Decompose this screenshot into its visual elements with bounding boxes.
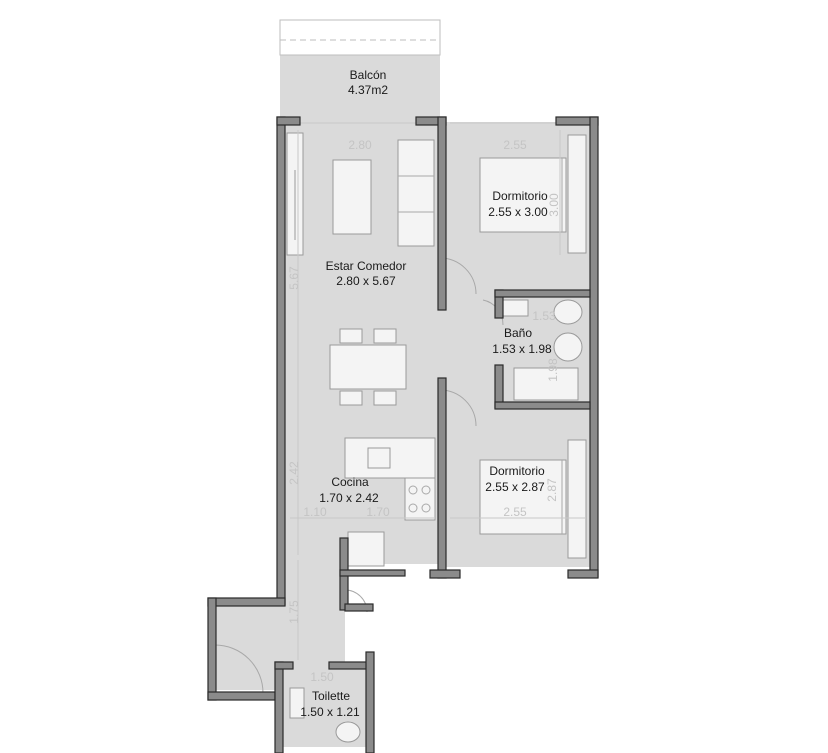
coffee-table: [332, 159, 372, 235]
dim-bano-width: 1.53: [532, 309, 556, 323]
dorm1-name: Dormitorio: [492, 189, 548, 203]
balcon-railing: [279, 19, 441, 56]
chair: [373, 390, 397, 406]
wall: [494, 401, 591, 410]
balcon-size: 4.37m2: [348, 83, 388, 97]
sofa: [397, 139, 435, 247]
wall: [437, 377, 447, 579]
dim-dorm2-height: 2.87: [545, 478, 559, 502]
chair: [339, 328, 363, 344]
shower: [513, 367, 579, 401]
vanity: [501, 299, 529, 317]
fridge: [347, 531, 385, 567]
dining-table: [329, 344, 407, 390]
room-labels: Balcón 4.37m2 Estar Comedor 2.80 x 5.67 …: [300, 68, 552, 719]
wardrobe-1: [567, 134, 587, 254]
wall: [207, 597, 286, 607]
furniture: [286, 132, 587, 743]
dorm2-name: Dormitorio: [489, 464, 545, 478]
bano-size: 1.53 x 1.98: [492, 342, 552, 356]
dim-toilette-width: 1.50: [310, 670, 334, 684]
wall: [207, 597, 217, 701]
dimension-labels: 2.80 2.55 5.67 3.00 1.53 1.98 2.87 2.55 …: [287, 138, 561, 684]
toilette-size: 1.50 x 1.21: [300, 705, 360, 719]
dim-cocina-height: 2.42: [287, 461, 301, 485]
dim-cocina-width: 1.70: [366, 505, 390, 519]
wall: [494, 289, 591, 298]
dim-hall-height: 1.75: [287, 600, 301, 624]
wall: [276, 116, 286, 606]
entry-floor: [215, 605, 283, 690]
chair: [339, 390, 363, 406]
dorm2-size: 2.55 x 2.87: [485, 480, 545, 494]
wall: [567, 569, 599, 579]
dimension-lines: [290, 122, 585, 660]
wall: [344, 603, 374, 612]
estar-size: 2.80 x 5.67: [336, 274, 396, 288]
wall: [274, 661, 294, 670]
estar-name: Estar Comedor: [326, 259, 407, 273]
walls: [207, 116, 599, 753]
toilette-toilet: [335, 721, 361, 743]
cocina-size: 1.70 x 2.42: [319, 491, 379, 505]
wall: [274, 661, 284, 753]
wall: [437, 116, 447, 311]
toilette-sink: [289, 687, 305, 719]
toilet: [553, 332, 583, 362]
wall: [339, 569, 406, 577]
wall: [207, 691, 276, 701]
kitchen-sink: [367, 447, 391, 469]
dim-dorm2-width: 2.55: [503, 505, 527, 519]
cocina-name: Cocina: [331, 475, 369, 489]
dim-dorm1-width: 2.55: [503, 138, 527, 152]
dim-estar-height: 5.67: [287, 266, 301, 290]
chair: [373, 328, 397, 344]
wall: [365, 651, 375, 753]
balcon-floor: [280, 55, 440, 117]
kitchen-stove: [404, 477, 436, 521]
bano-name: Baño: [504, 326, 532, 340]
balcon-name: Balcón: [350, 68, 387, 82]
dim-hall-width: 1.10: [303, 505, 327, 519]
dim-estar-width: 2.80: [348, 138, 372, 152]
bidet: [553, 299, 583, 325]
wall: [589, 116, 599, 578]
toilette-name: Toilette: [312, 689, 350, 703]
dim-dorm1-height: 3.00: [547, 193, 561, 217]
bed-2: [479, 459, 567, 535]
bed-1: [479, 157, 567, 233]
wall: [429, 569, 461, 579]
dorm1-size: 2.55 x 3.00: [488, 205, 548, 219]
dim-bano-height: 1.98: [546, 358, 560, 382]
wardrobe-2: [567, 439, 587, 559]
wall: [276, 116, 301, 126]
